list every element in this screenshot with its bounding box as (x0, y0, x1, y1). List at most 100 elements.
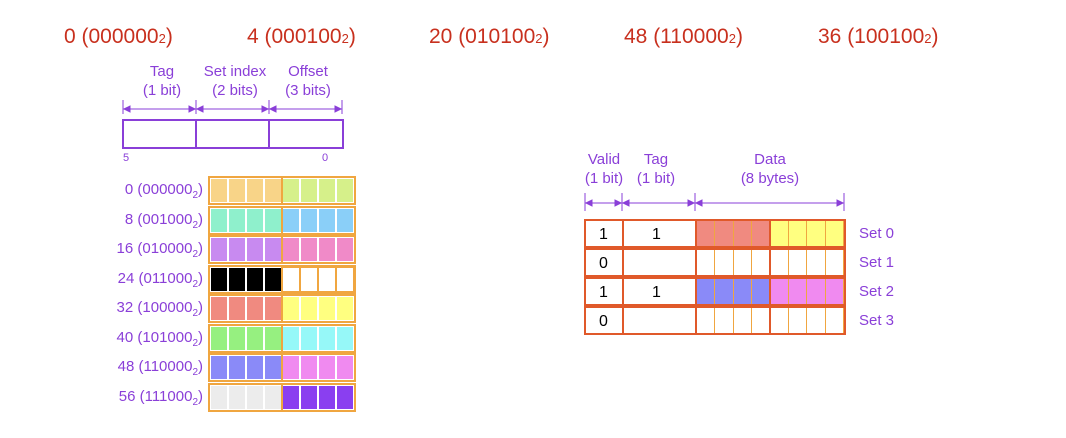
tag-field-label: Tag(1 bit) (142, 63, 182, 99)
memory-byte-cell (264, 178, 282, 203)
data-byte-cell (752, 221, 771, 246)
memory-byte-cell (336, 266, 354, 292)
data-byte-cell (807, 250, 826, 275)
data-byte-cell (825, 308, 844, 333)
memory-block-row (208, 264, 356, 294)
memory-half-divider (281, 266, 283, 292)
memory-byte-cell (300, 178, 318, 203)
valid-bit-value: 1 (599, 284, 608, 301)
memory-byte-cell (228, 207, 246, 233)
memory-byte-cell (264, 296, 282, 321)
memory-half-divider (281, 325, 283, 351)
data-byte-cell (807, 308, 826, 333)
high-bit-number: 5 (123, 152, 130, 164)
data-block-cell (695, 277, 846, 306)
memory-block-row (208, 235, 356, 264)
tag-cell (622, 248, 697, 277)
data-byte-cell (770, 221, 789, 246)
memory-address-label: 8 (0010002) (124, 210, 203, 231)
memory-byte-cell (336, 237, 354, 262)
memory-byte-cell (336, 178, 354, 203)
memory-byte-cell (228, 178, 246, 203)
memory-byte-cell (228, 325, 246, 351)
memory-byte-cell (246, 207, 264, 233)
data-byte-cell (788, 221, 808, 246)
memory-byte-cell (300, 207, 318, 233)
data-byte-cell (825, 250, 844, 275)
tag-column-header: Tag(1 bit) (636, 151, 676, 187)
memory-byte-cell (318, 384, 336, 410)
data-byte-cell (807, 279, 826, 304)
valid-bit-cell: 0 (584, 306, 624, 335)
memory-half-divider (281, 207, 283, 233)
set-label: Set 1 (859, 254, 895, 271)
data-byte-cell (770, 250, 789, 275)
memory-half-divider (281, 296, 283, 321)
data-column-header: Data(8 bytes) (740, 151, 800, 187)
memory-byte-cell (282, 178, 300, 203)
tag-cell: 1 (622, 219, 697, 248)
memory-byte-cell (318, 355, 336, 380)
memory-address-label: 24 (0110002) (117, 269, 203, 290)
memory-byte-cell (210, 296, 228, 321)
data-byte-cell (697, 279, 716, 304)
memory-address-label: 32 (1000002) (116, 299, 203, 319)
valid-bit-cell: 1 (584, 219, 624, 248)
memory-block-row (208, 382, 356, 412)
memory-byte-cell (228, 237, 246, 262)
memory-address-label: 40 (1010002) (116, 328, 203, 349)
memory-block-row (208, 176, 356, 205)
data-byte-cell (752, 308, 771, 333)
offset-field-box (268, 119, 344, 149)
cache-set-row: 0 Set 3 (584, 306, 894, 335)
memory-byte-cell (282, 355, 300, 380)
tag-cell (622, 306, 697, 335)
memory-byte-cell (300, 384, 318, 410)
memory-byte-cell (264, 207, 282, 233)
memory-byte-cell (246, 384, 264, 410)
data-byte-cell (733, 308, 753, 333)
memory-block-row (208, 323, 356, 353)
data-byte-cell (733, 221, 753, 246)
memory-byte-cell (246, 325, 264, 351)
memory-half-divider (281, 355, 283, 380)
memory-byte-cell (228, 266, 246, 292)
memory-byte-cell (336, 296, 354, 321)
memory-address-label: 16 (0100002) (116, 240, 203, 260)
memory-address-label: 0 (0000002) (124, 181, 203, 201)
memory-block-row (208, 205, 356, 235)
offset-field-label: Offset(3 bits) (285, 63, 331, 99)
memory-byte-cell (318, 325, 336, 351)
memory-byte-cell (210, 384, 228, 410)
data-byte-cell (825, 221, 844, 246)
memory-half-divider (281, 237, 283, 262)
data-block-cell (695, 248, 846, 277)
memory-byte-cell (210, 325, 228, 351)
set-label: Set 3 (859, 312, 895, 329)
tag-value: 1 (652, 226, 661, 243)
valid-bit-value: 0 (599, 313, 608, 330)
memory-byte-cell (300, 355, 318, 380)
data-block-cell (695, 306, 846, 335)
valid-bit-cell: 1 (584, 277, 624, 306)
data-byte-cell (715, 308, 734, 333)
set-index-field-label: Set index(2 bits) (203, 63, 267, 99)
address-item: 48 (1100002) (624, 25, 743, 48)
data-byte-cell (715, 221, 734, 246)
memory-byte-cell (336, 384, 354, 410)
memory-byte-cell (264, 355, 282, 380)
memory-byte-cell (318, 178, 336, 203)
data-block-cell (695, 219, 846, 248)
memory-byte-cell (264, 237, 282, 262)
data-byte-cell (715, 250, 734, 275)
memory-byte-cell (300, 237, 318, 262)
memory-byte-cell (336, 355, 354, 380)
memory-byte-cell (336, 325, 354, 351)
address-item: 4 (0001002) (247, 25, 356, 48)
field-width-arrows (122, 100, 343, 114)
data-byte-cell (752, 279, 771, 304)
data-byte-cell (788, 308, 808, 333)
memory-byte-cell (246, 266, 264, 292)
